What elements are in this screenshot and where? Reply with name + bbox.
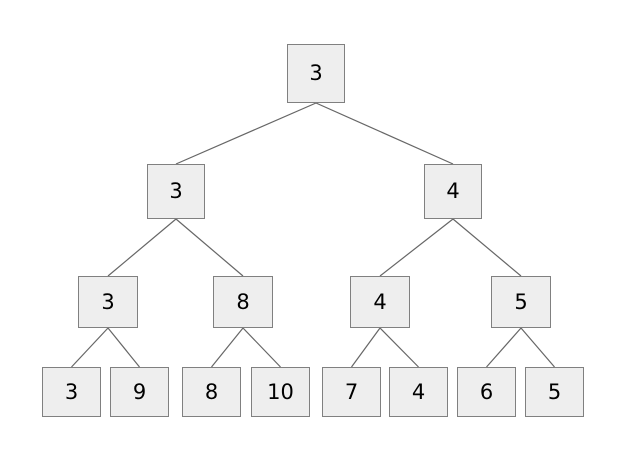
- tree-edge: [486, 327, 522, 368]
- tree-edge: [107, 218, 177, 277]
- tree-node[interactable]: 3: [287, 44, 345, 103]
- tree-node[interactable]: 5: [491, 276, 551, 328]
- tree-node-label: 3: [309, 61, 323, 85]
- tree-node[interactable]: 8: [182, 367, 241, 417]
- tree-node-label: 5: [547, 379, 562, 404]
- tree-edge: [315, 102, 454, 165]
- tree-edge: [351, 327, 381, 368]
- tree-node-label: 10: [267, 379, 294, 404]
- tree-edge: [452, 218, 522, 277]
- tree-node-label: 5: [514, 289, 528, 314]
- tree-edge: [175, 218, 244, 277]
- tree-edge: [107, 327, 140, 368]
- tree-node-label: 6: [479, 379, 494, 404]
- tree-node[interactable]: 4: [389, 367, 448, 417]
- tree-edge: [379, 327, 419, 368]
- tree-node-label: 4: [411, 379, 426, 404]
- tree-node[interactable]: 8: [213, 276, 273, 328]
- tree-node[interactable]: 3: [78, 276, 138, 328]
- tree-node-label: 7: [344, 379, 359, 404]
- tree-node[interactable]: 4: [424, 164, 482, 219]
- tree-node-label: 8: [236, 289, 250, 314]
- tree-node[interactable]: 7: [322, 367, 381, 417]
- tree-node-label: 8: [204, 379, 219, 404]
- tree-node-label: 4: [446, 179, 460, 203]
- tree-edge: [379, 218, 454, 277]
- tree-node[interactable]: 3: [42, 367, 101, 417]
- tree-node[interactable]: 3: [147, 164, 205, 219]
- tree-node-label: 3: [101, 289, 115, 314]
- tree-node-label: 3: [169, 179, 183, 203]
- tree-node[interactable]: 10: [251, 367, 310, 417]
- tree-node[interactable]: 5: [525, 367, 584, 417]
- tree-node[interactable]: 9: [110, 367, 169, 417]
- tree-edge: [242, 327, 281, 368]
- tree-node[interactable]: 4: [350, 276, 410, 328]
- tree-edge: [71, 327, 109, 368]
- tree-edge: [211, 327, 244, 368]
- tree-node-label: 3: [64, 379, 79, 404]
- tree-node[interactable]: 6: [457, 367, 516, 417]
- tree-node-label: 9: [132, 379, 147, 404]
- tree-edge: [175, 102, 317, 165]
- tree-node-label: 4: [373, 289, 387, 314]
- tree-edge: [520, 327, 555, 368]
